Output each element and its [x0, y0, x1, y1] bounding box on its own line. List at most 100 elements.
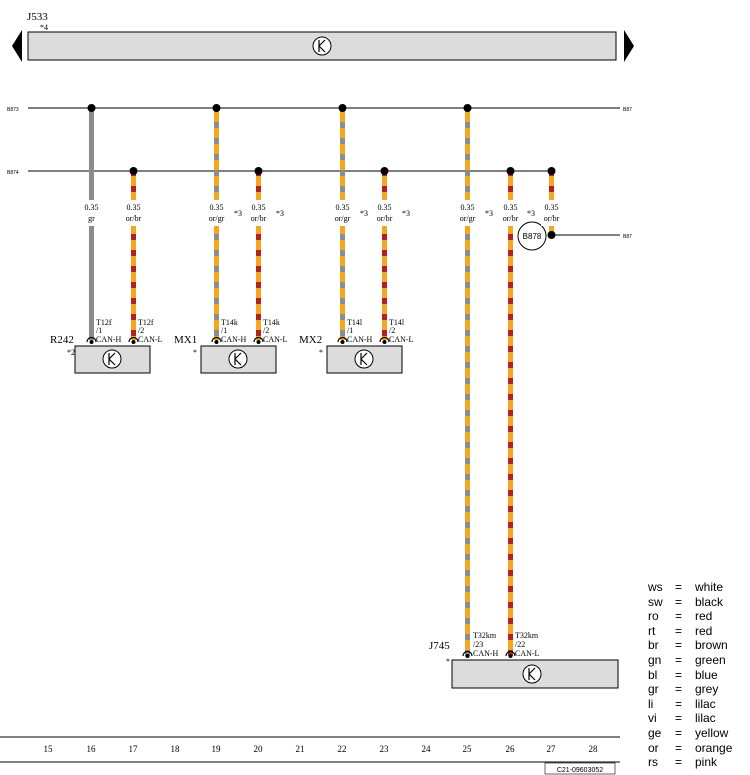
legend-row: gn=green — [648, 653, 748, 668]
component-name: MX1 — [174, 334, 197, 346]
grid-number: 17 — [129, 744, 139, 754]
legend-code: gr — [648, 682, 659, 697]
wire-w4 — [256, 171, 261, 340]
pin-signal: CAN-L — [263, 335, 288, 344]
connector-pin-icon — [379, 336, 390, 343]
component-j745: J745 * T32km /23 CAN-H T32km /22 CAN-L — [429, 628, 619, 689]
legend-equals: = — [675, 623, 683, 638]
legend-row: li=lilac — [648, 697, 748, 712]
grid-number: 27 — [547, 744, 557, 754]
legend-name: lilac — [695, 696, 716, 711]
pin-number: /2 — [389, 326, 395, 335]
grid-number: 28 — [589, 744, 599, 754]
junction-dots — [87, 104, 556, 239]
legend-code: rs — [648, 755, 658, 770]
arrow-right-icon — [624, 30, 634, 62]
ref-left-bottom: B874 — [7, 170, 19, 176]
grid-number: 22 — [338, 744, 347, 754]
junction-dot — [547, 231, 556, 239]
j533-module: J533 *4 — [12, 11, 634, 62]
legend-code: or — [648, 740, 659, 755]
grid-number: 26 — [506, 744, 516, 754]
pin-number: /2 — [263, 326, 269, 335]
legend-name: yellow — [695, 725, 729, 740]
pin-connector: T14l — [389, 318, 405, 327]
pin-number: /22 — [515, 640, 525, 649]
legend-name: pink — [695, 755, 718, 770]
legend-code: ws — [648, 580, 663, 594]
connector-pin-icon — [128, 336, 139, 343]
legend-name: green — [695, 652, 726, 667]
legend-code: rt — [648, 623, 656, 638]
wire-labels: 0.35 gr 0.35 or/br 0.35 or/gr *3 0.35 or… — [83, 200, 563, 226]
legend-row: ws=white — [648, 580, 748, 595]
control-unit-icon — [354, 349, 374, 369]
grid-number: 20 — [254, 744, 264, 754]
ref-right-top: B87 — [623, 107, 632, 113]
wire-color: or/br — [251, 214, 267, 223]
legend-equals: = — [675, 755, 683, 770]
junction-dot — [506, 167, 515, 175]
wire-note: *3 — [402, 209, 410, 218]
control-unit-icon — [228, 349, 248, 369]
legend-equals: = — [675, 711, 683, 726]
pin-connector: T14k — [263, 318, 280, 327]
wire-color: or/br — [126, 214, 142, 223]
pin-connector: T14l — [347, 318, 363, 327]
legend-code: ge — [648, 725, 662, 740]
connector-pin-icon — [462, 650, 473, 657]
wire-size: 0.35 — [252, 203, 266, 212]
wire-note: *3 — [527, 209, 535, 218]
wire-color: or/gr — [335, 214, 351, 223]
legend-equals: = — [675, 638, 683, 653]
wire-size: 0.35 — [545, 203, 559, 212]
ref-left-top: B873 — [7, 107, 19, 113]
wire-color: gr — [88, 214, 95, 223]
arrow-left-icon — [12, 30, 22, 62]
wire-color: or/br — [544, 214, 560, 223]
splice-circle — [517, 221, 547, 251]
component-note: *2 — [67, 348, 75, 357]
component-note: * — [446, 657, 450, 666]
grid-number: 25 — [463, 744, 473, 754]
legend-row: ro=red — [648, 609, 748, 624]
wire-size: 0.35 — [461, 203, 475, 212]
connector-pin-icon — [337, 336, 348, 343]
pin-number: /1 — [347, 326, 353, 335]
pin-signal: CAN-L — [138, 335, 163, 344]
wire-color: or/gr — [209, 214, 225, 223]
grid-number: 21 — [296, 744, 305, 754]
legend-row: br=brown — [648, 638, 748, 653]
legend-code: vi — [648, 711, 657, 726]
legend-equals: = — [675, 609, 683, 624]
legend-name: grey — [695, 682, 719, 697]
wire-size: 0.35 — [336, 203, 350, 212]
component-note: * — [319, 348, 323, 357]
junction-dot — [254, 167, 263, 175]
wire-size: 0.35 — [378, 203, 392, 212]
pin-signal: CAN-H — [221, 335, 247, 344]
pin-signal: CAN-H — [473, 649, 499, 658]
pin-signal: CAN-H — [96, 335, 122, 344]
legend-name: blue — [695, 667, 718, 682]
pin-number: /1 — [221, 326, 227, 335]
junction-dot — [338, 104, 347, 112]
pin-connector: T32km — [473, 631, 497, 640]
component-note: * — [193, 348, 197, 357]
wire-color: or/br — [503, 214, 519, 223]
legend-row: or=orange — [648, 741, 748, 756]
component-mx1: MX1 * T14k /1 CAN-H T14k /2 CAN-L — [174, 318, 288, 374]
component-r242: R242 *2 T12f /1 CAN-H T12f /2 CAN-L — [50, 318, 163, 374]
grid-footer: 15 16 17 18 19 20 21 22 23 24 25 26 27 2… — [0, 736, 620, 775]
j533-note: *4 — [40, 23, 48, 32]
j533-label: J533 — [27, 11, 48, 23]
pin-connector: T32km — [515, 631, 539, 640]
wire-color: or/br — [377, 214, 393, 223]
wire-color: or/gr — [460, 214, 476, 223]
pin-signal: CAN-H — [347, 335, 373, 344]
connector-pin-icon — [86, 336, 97, 343]
wire-w6 — [382, 171, 387, 340]
wire-w8 — [508, 171, 513, 656]
grid-number: 16 — [87, 744, 97, 754]
